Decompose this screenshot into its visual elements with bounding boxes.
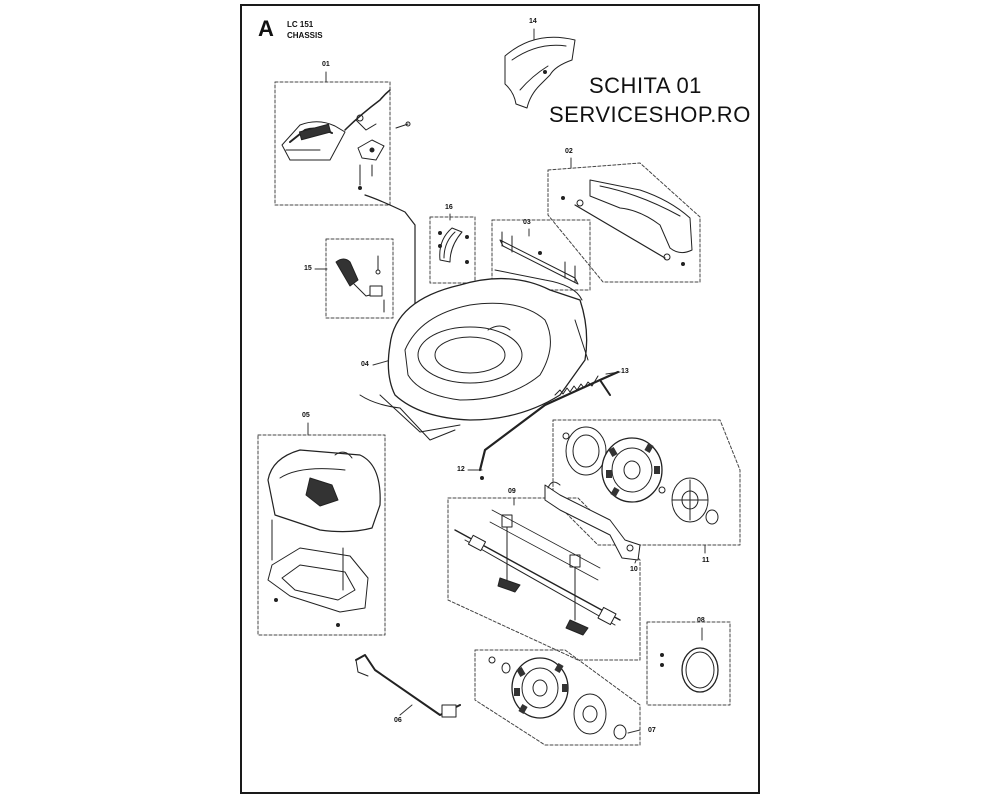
- callout-14: 14: [529, 18, 537, 25]
- callout-03: 03: [523, 219, 531, 226]
- group-box-15: [325, 238, 394, 319]
- part-08-wheel-ring: [660, 647, 719, 693]
- callout-09: 09: [508, 488, 516, 495]
- callout-13: 13: [621, 368, 629, 375]
- callout-08: 08: [697, 617, 705, 624]
- part-09-front-axle: [454, 509, 621, 636]
- group-box-09: [447, 497, 641, 661]
- callout-06: 06: [394, 717, 402, 724]
- group-box-08: [646, 621, 731, 706]
- callout-10: 10: [630, 566, 638, 573]
- part-04-mower-deck: [359, 269, 589, 441]
- part-07-front-wheel: [488, 656, 627, 740]
- part-06-front-axle-rod: [355, 654, 461, 718]
- callout-05: 05: [302, 412, 310, 419]
- part-02-rear-flap: [561, 179, 693, 266]
- section-letter: A: [258, 16, 274, 41]
- watermark-line-2: SERVICESHOP.RO: [549, 102, 751, 127]
- callout-11: 11: [702, 557, 710, 564]
- callout-04: 04: [361, 361, 369, 368]
- part-10-adjust-bracket: [544, 481, 641, 561]
- part-15-height-lever: [335, 255, 385, 313]
- part-05-rear-cover: [267, 449, 381, 627]
- group-box-07: [474, 649, 641, 746]
- part-01-control-lever: [281, 89, 411, 190]
- part-12-handle-rod: [478, 370, 620, 480]
- group-box-05: [257, 434, 386, 636]
- part-13-spring: [554, 375, 599, 396]
- callout-12: 12: [457, 466, 465, 473]
- part-16-cable-guide: [438, 227, 469, 264]
- diagram-frame: [240, 4, 760, 794]
- watermark-line-1: SCHITA 01: [589, 73, 702, 98]
- callout-15: 15: [304, 265, 312, 272]
- part-03-rear-bracket: [499, 231, 579, 285]
- part-11-rear-wheel: [562, 426, 719, 525]
- section-title: CHASSIS: [287, 31, 323, 40]
- part-14-grip-cover: [504, 36, 576, 109]
- callout-02: 02: [565, 148, 573, 155]
- group-box-03: [491, 219, 591, 291]
- callout-16: 16: [445, 204, 453, 211]
- group-box-16: [429, 216, 476, 284]
- control-cable: [364, 194, 416, 311]
- callout-01: 01: [322, 61, 330, 68]
- group-box-02: [547, 162, 701, 283]
- callout-07: 07: [648, 727, 656, 734]
- model-label: LC 151: [287, 20, 314, 29]
